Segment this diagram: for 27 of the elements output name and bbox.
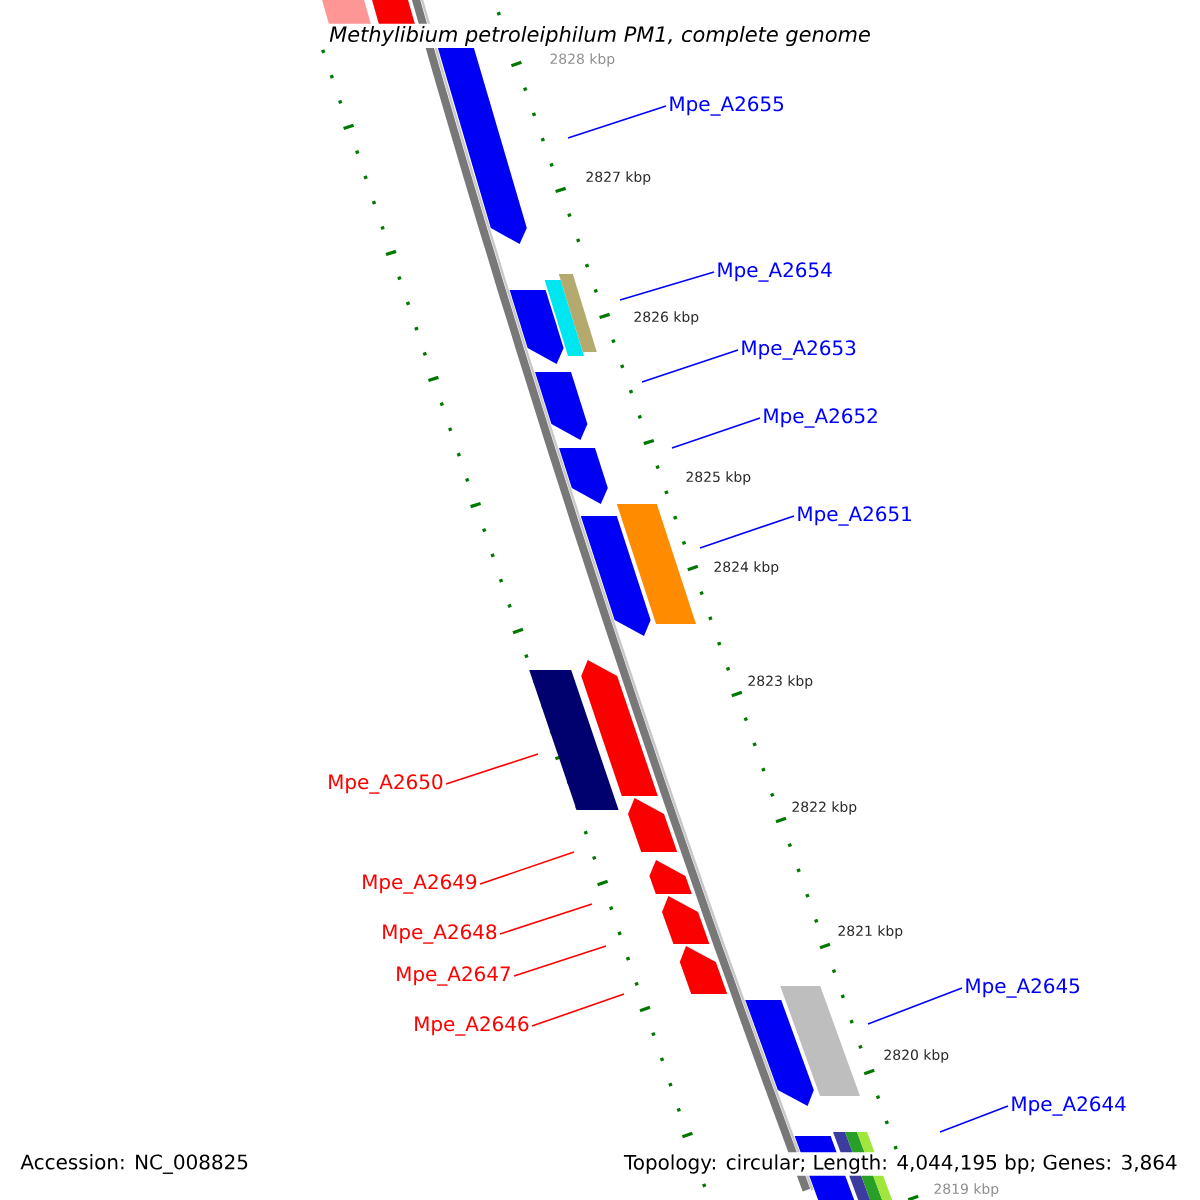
gene-label: Mpe_A2649 [363,874,477,894]
gene-label: Mpe_A2651 [798,506,911,526]
gene-label: Mpe_A2644 [1012,1096,1126,1116]
leader-line [513,945,607,977]
leader-line [671,417,761,449]
leader-line [445,753,539,785]
leader-line [867,987,963,1025]
leader-line [567,105,667,139]
accession-text: Accession: NC_008825 [20,1154,248,1174]
leader-line [479,851,575,885]
gene-label: Mpe_A2648 [383,924,497,944]
gene-label: Mpe_A2650 [329,774,443,794]
gene-label: Mpe_A2645 [966,978,1080,998]
leader-line [531,993,625,1027]
gene-label: Mpe_A2652 [764,408,877,428]
leader-line [939,1105,1009,1133]
leader-line [699,515,795,549]
gene-label: Mpe_A2647 [397,966,510,986]
gene-label: Mpe_A2646 [415,1016,529,1036]
gene-label: Mpe_A2654 [718,262,832,282]
gene-label: Mpe_A2655 [670,96,784,116]
title: Methylibium petroleiphilum PM1, complete genome [327,23,873,49]
gene-label: Mpe_A2653 [742,340,856,360]
leader-line [499,903,593,935]
leader-line [641,349,739,383]
genome-info-text: Topology: circular; Length: 4,044,195 bp; Genes: 3,864 [621,1152,1180,1176]
leader-line [619,271,715,301]
